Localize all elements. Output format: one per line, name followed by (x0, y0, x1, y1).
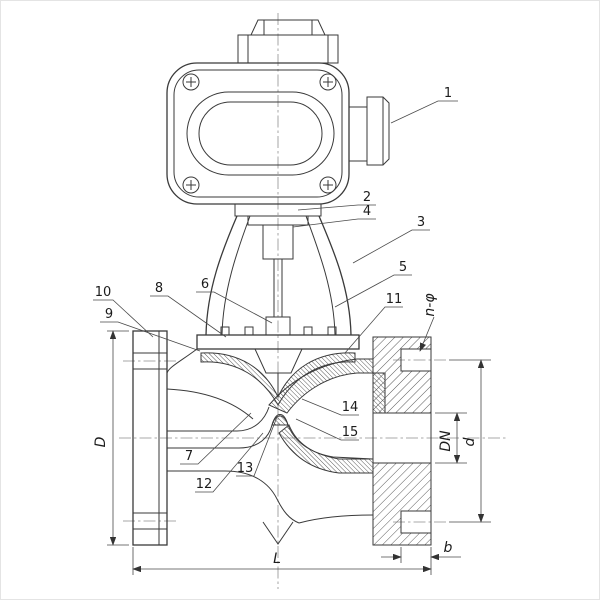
callout-9-leader (100, 321, 201, 352)
bonnet-stud (220, 326, 230, 336)
callout-6-label: 6 (201, 277, 209, 292)
yoke-right-arm-outer (318, 215, 352, 336)
callout-13-label: 13 (237, 461, 254, 476)
callout-14-label: 14 (342, 400, 359, 415)
callout-9-label: 9 (105, 307, 113, 322)
body-bottom-right (298, 514, 374, 524)
valve-body (166, 348, 386, 545)
actuator-housing-inner (173, 69, 343, 198)
yoke-right-arm-inner (305, 215, 336, 336)
callout-8-leader (150, 295, 227, 338)
yoke-left-arm-inner (221, 215, 251, 336)
left-flange-plate (132, 330, 168, 546)
dim-b-label: b (444, 540, 453, 556)
screw-icon (319, 176, 337, 194)
inlet-passage-bottom (167, 424, 273, 449)
dim-L-extensions (132, 547, 432, 575)
indicator-window-inner (198, 101, 323, 166)
yoke-and-stem (205, 203, 352, 336)
diaphragm (200, 352, 356, 407)
yoke-left-arm-outer (205, 215, 238, 336)
callout-10-leader (93, 299, 154, 338)
callout-2-leader (297, 204, 376, 211)
dim-DN-label: DN (438, 430, 454, 452)
body-bottom-left (167, 470, 300, 524)
body-neck-left (166, 348, 198, 374)
compressor (254, 348, 303, 374)
callout-3-leader (352, 229, 430, 264)
dim-d-label: d (462, 437, 478, 446)
motor-connector (366, 96, 390, 166)
right-flange (372, 336, 432, 546)
top-cap-detail (263, 20, 313, 35)
screw-icon (182, 73, 200, 91)
callout-8-label: 8 (155, 281, 163, 296)
callout-11-leader (344, 306, 403, 354)
callout-12-leader (195, 432, 264, 493)
bonnet-stud (244, 326, 254, 336)
callout-1-leader (390, 100, 458, 124)
callout-4-label: 4 (363, 204, 371, 219)
inlet-passage-top (167, 406, 270, 432)
body-upper-wall (166, 388, 254, 420)
screw-cross-icon (323, 180, 333, 190)
callout-5-leader (334, 274, 412, 308)
callout-2-label: 2 (363, 190, 371, 205)
left-flange-bolt-holes (133, 352, 167, 530)
dimensions: D DN d L b n-φ (93, 293, 491, 575)
stem-guide (262, 224, 294, 260)
callout-6-leader (196, 291, 273, 324)
callout-7-leader (180, 412, 252, 465)
screw-icon (182, 176, 200, 194)
callout-1-label: 1 (444, 86, 452, 101)
bonnet-stud (327, 326, 337, 336)
callout-15-label: 15 (342, 425, 359, 440)
bolt-hole-leader (419, 316, 435, 352)
right-flange-section (372, 336, 432, 546)
terminal-box (237, 34, 339, 64)
indicator-window-outer (186, 91, 335, 176)
callout-3-label: 3 (417, 215, 425, 230)
callout-11-label: 11 (386, 292, 403, 307)
body-bottom-vee (262, 521, 294, 545)
left-flange (132, 330, 168, 546)
callouts: 1 2 3 4 5 6 7 8 9 10 11 12 13 14 15 (93, 86, 458, 493)
bonnet-stud (303, 326, 313, 336)
callout-15-leader (295, 418, 359, 441)
centerlines (119, 13, 506, 589)
callout-13-leader (236, 416, 278, 477)
actuator-top-cap (250, 19, 326, 36)
dim-DN-extensions (435, 412, 467, 464)
terminal-box-detail (247, 35, 329, 63)
screw-cross-icon (186, 77, 196, 87)
bolt-holes-label: n-φ (422, 293, 438, 317)
motor-neck (348, 106, 368, 162)
callout-4-leader (292, 218, 376, 228)
dim-L-label: L (273, 551, 281, 567)
screw-icon (319, 73, 337, 91)
weir-lining (271, 414, 289, 426)
callout-10-label: 10 (95, 285, 112, 300)
callout-5-label: 5 (399, 260, 407, 275)
callout-7-label: 7 (185, 449, 193, 464)
valve-stem (273, 259, 283, 317)
screw-cross-icon (186, 180, 196, 190)
bonnet-assembly (196, 326, 360, 407)
outlet-lining-bottom (278, 424, 374, 474)
corner-screws (182, 73, 337, 194)
screw-cross-icon (323, 77, 333, 87)
callout-14-leader (301, 398, 359, 416)
callout-12-label: 12 (196, 477, 213, 492)
dim-D-label: D (93, 436, 109, 447)
